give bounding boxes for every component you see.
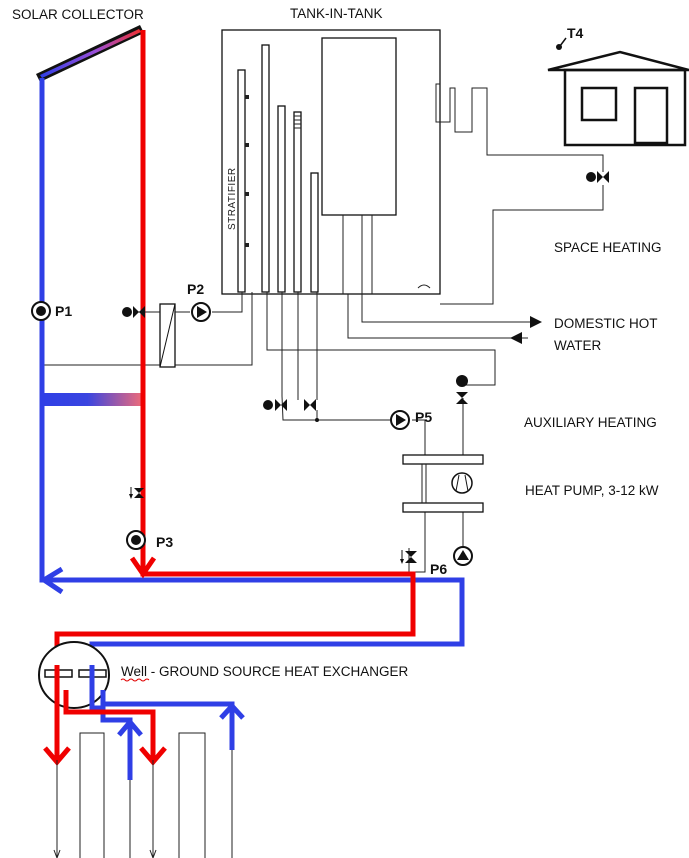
tank-in-tank [221,29,441,295]
domestic-hot-water-label-line1: DOMESTIC HOT [554,316,658,331]
space-heating-piping [435,83,604,305]
space-heating-label: SPACE HEATING [554,240,662,255]
pump-p2-icon [191,302,211,322]
mixing-line [42,393,143,406]
ground-up-arrow-1-icon [117,718,143,737]
pump-p2-label: P2 [187,281,204,297]
ground-red-pipe-2 [63,690,156,760]
auxiliary-three-way-valve-icon [456,375,468,404]
stratifier-label: STRATIFIER [227,167,238,230]
well-label-rest: - GROUND SOURCE HEAT EXCHANGER [147,664,409,679]
p3-check-valve-icon [129,487,144,499]
ground-up-arrow-2-icon [219,702,245,720]
tank-in-tank-label: TANK-IN-TANK [290,6,383,21]
auxiliary-heating-label: AUXILIARY HEATING [524,415,657,430]
solar-supply-pipe [54,30,416,665]
pump-p1-label: P1 [55,303,72,319]
pump-p5-label: P5 [415,409,432,425]
spellcheck-underline [120,678,150,682]
heat-pump-unit [402,454,484,513]
borehole-loops [53,732,233,858]
well-label: Well - GROUND SOURCE HEAT EXCHANGER [121,664,409,679]
well-heat-exchanger [38,641,110,709]
ground-blue-pipe-2 [100,690,235,750]
solar-collector-label: SOLAR COLLECTOR [12,7,144,22]
pump-p6-label: P6 [430,561,447,577]
solar-valve-icon [122,306,145,318]
pump-p6-icon [453,546,473,566]
pump-p1-icon [31,301,51,321]
heat-pump-label: HEAT PUMP, 3-12 kW [525,483,659,498]
pump-p5-icon [390,410,410,430]
t4-label: T4 [567,25,584,41]
house-icon [547,50,689,147]
auxiliary-valve-right-icon [304,399,319,422]
solar-collector-panel [36,25,144,82]
auxiliary-piping [44,292,496,573]
return-arrow-icon [39,566,64,595]
heat-pump-check-valve-icon [400,550,417,564]
well-word: Well [121,664,147,679]
pump-p3-icon [126,530,146,550]
space-heating-valve-icon [586,171,609,183]
t4-sensor [556,37,567,50]
supply-arrow-icon [129,556,157,579]
domestic-hot-water-piping [347,215,542,344]
auxiliary-valve-left-icon [263,399,287,411]
domestic-hot-water-label-line2: WATER [554,338,601,353]
pump-p3-label: P3 [156,534,173,550]
